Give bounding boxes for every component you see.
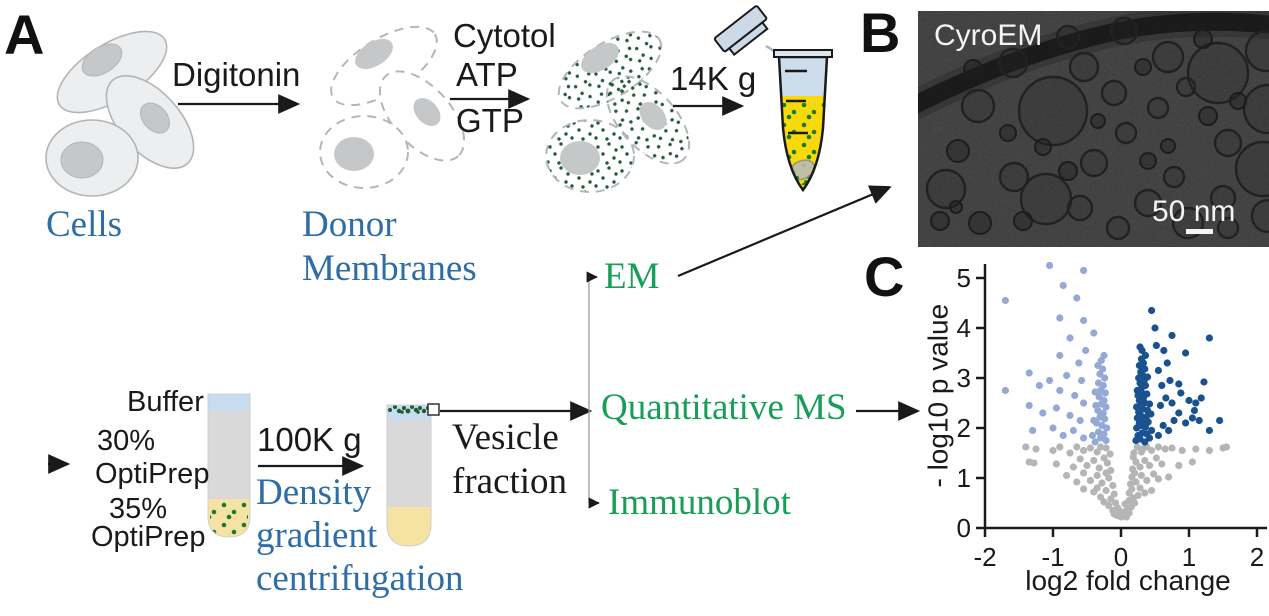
vesicle-label-line1: Vesicle bbox=[452, 417, 559, 458]
density-label-line1: Density bbox=[256, 472, 372, 513]
scalebar-label: 50 nm bbox=[1152, 195, 1236, 228]
gradient-tube-after bbox=[386, 403, 440, 547]
svg-text:2: 2 bbox=[957, 413, 971, 443]
scalebar bbox=[1186, 229, 1213, 234]
spin1-label: 14K g bbox=[670, 60, 757, 97]
pct35-label: 35% bbox=[109, 493, 168, 525]
cytosol-label: Cytotol bbox=[453, 17, 556, 54]
pct30-label: 30% bbox=[97, 425, 156, 457]
svg-text:2: 2 bbox=[1250, 542, 1264, 572]
output-em-label: EM bbox=[604, 256, 660, 297]
panel-c-label: C bbox=[864, 245, 905, 308]
tube-lid bbox=[713, 5, 769, 57]
buffer-label: Buffer bbox=[127, 386, 204, 418]
output-ms-label: Quantitative MS bbox=[601, 387, 847, 428]
gradient-tube-before bbox=[207, 393, 251, 538]
vesicle-band-connector bbox=[427, 403, 440, 416]
optiprep30-label: OptiPrep bbox=[95, 458, 210, 490]
svg-text:0: 0 bbox=[1114, 542, 1128, 572]
svg-text:3: 3 bbox=[957, 363, 971, 393]
donor-membranes-illustration bbox=[319, 25, 466, 189]
cryoem-image-label: CyroEM bbox=[934, 19, 1043, 52]
svg-text:4: 4 bbox=[957, 313, 971, 343]
svg-text:-2: -2 bbox=[973, 542, 996, 572]
optiprep35-label: OptiPrep bbox=[91, 521, 206, 553]
density-label-line2: gradient bbox=[256, 515, 378, 556]
donor-label-line1: Donor bbox=[302, 204, 397, 245]
atp-label: ATP bbox=[456, 56, 518, 93]
volcano-plot: -2 -1 0 1 2 0 1 2 3 4 5 bbox=[957, 261, 1267, 572]
panel-b-label: B bbox=[860, 1, 901, 64]
svg-text:5: 5 bbox=[957, 263, 971, 293]
em-to-cryoem-arrow bbox=[677, 185, 893, 278]
cryoem-micrograph: CyroEM 50 nm bbox=[906, 6, 1269, 247]
loaded-membranes-illustration bbox=[545, 30, 691, 193]
output-immunoblot-label: Immunoblot bbox=[608, 482, 791, 523]
y-axis-label: - log10 p value bbox=[922, 303, 954, 488]
svg-text:1: 1 bbox=[957, 463, 971, 493]
panel-a-label: A bbox=[4, 3, 45, 66]
svg-text:0: 0 bbox=[957, 513, 971, 543]
x-axis-label: log2 fold change bbox=[1025, 565, 1231, 596]
spin2-label: 100K g bbox=[257, 421, 362, 458]
digitonin-label: Digitonin bbox=[172, 56, 301, 93]
cryoem-image-graphic bbox=[906, 6, 1269, 247]
gtp-label: GTP bbox=[456, 102, 524, 139]
svg-text:1: 1 bbox=[1182, 542, 1196, 572]
svg-text:-1: -1 bbox=[1041, 542, 1064, 572]
cells-label: Cells bbox=[46, 204, 123, 245]
microcentrifuge-tube bbox=[713, 5, 833, 193]
density-label-line3: centrifugation bbox=[256, 558, 464, 599]
donor-label-line2: Membranes bbox=[302, 248, 477, 289]
vesicle-label-line2: fraction bbox=[452, 461, 568, 502]
cells-illustration bbox=[45, 30, 195, 197]
